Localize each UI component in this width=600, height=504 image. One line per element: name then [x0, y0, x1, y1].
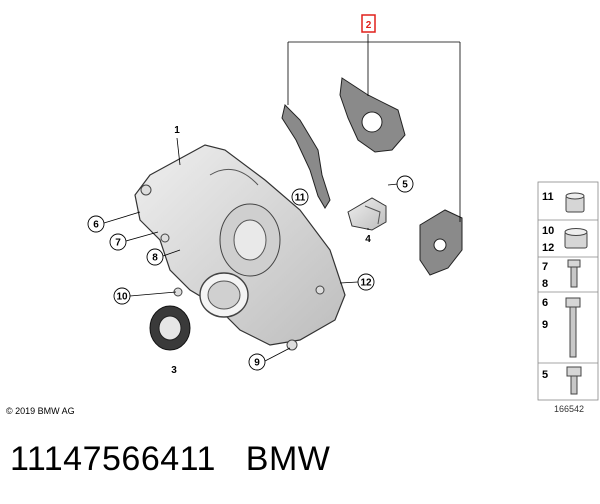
ref-row5-label: 5	[542, 369, 548, 381]
ref-row4-label-b: 9	[542, 319, 548, 331]
ref-row2-label-b: 12	[542, 242, 554, 254]
callout-6: 6	[87, 215, 105, 233]
gasket-right	[419, 209, 463, 276]
brand-name: BMW	[245, 440, 331, 478]
gasket-left	[281, 104, 331, 209]
dowel-sleeve-icon	[565, 192, 585, 213]
callout-8: 8	[146, 248, 164, 266]
callout-2: 2	[361, 14, 376, 33]
callout-12: 12	[357, 273, 375, 291]
svg-text:4: 4	[365, 234, 371, 245]
shaft-seal	[149, 305, 191, 351]
ref-row1-label: 11	[542, 191, 554, 203]
callout-3: 3	[171, 365, 177, 376]
ref-row2-label-a: 10	[542, 225, 554, 237]
diagram-id: 166542	[554, 404, 585, 414]
sleeve-icon	[564, 228, 588, 249]
long-bolt-icon	[565, 297, 581, 358]
svg-text:12: 12	[360, 278, 372, 289]
callout-4: 4	[365, 234, 371, 245]
copyright-notice: © 2019 BMW AG	[6, 406, 75, 416]
short-bolt-icon	[567, 259, 581, 288]
svg-text:6: 6	[93, 220, 99, 231]
callout-10: 10	[113, 287, 131, 305]
callout-5: 5	[396, 175, 414, 193]
fastener-reference-table: 11 10 12 7 8 6 9 5	[537, 181, 599, 401]
leader-lines	[103, 34, 461, 362]
callout-11: 11	[291, 188, 309, 206]
svg-text:5: 5	[402, 180, 408, 191]
parts-diagram: 1 2 3 4 5 6 7 8 9 10 11 12	[87, 14, 599, 401]
ref-row4-label-a: 6	[542, 297, 548, 309]
svg-text:10: 10	[116, 292, 128, 303]
callout-1: 1	[174, 125, 180, 136]
callout-7: 7	[109, 233, 127, 251]
part-number: 11147566411	[10, 440, 216, 478]
svg-text:9: 9	[254, 358, 260, 369]
part-title: 11147566411 BMW	[10, 440, 330, 479]
hex-bolt-icon	[566, 366, 582, 395]
ref-row3-label-a: 7	[542, 261, 548, 273]
svg-text:8: 8	[152, 253, 158, 264]
svg-text:2: 2	[366, 20, 372, 31]
svg-text:7: 7	[115, 238, 121, 249]
svg-text:3: 3	[171, 365, 177, 376]
svg-text:1: 1	[174, 125, 180, 136]
timing-case-cover	[134, 144, 346, 351]
svg-text:11: 11	[295, 193, 306, 204]
gasket-center	[339, 77, 406, 153]
callout-9: 9	[248, 353, 266, 371]
ref-row3-label-b: 8	[542, 278, 548, 290]
chain-guide-part	[347, 197, 387, 231]
